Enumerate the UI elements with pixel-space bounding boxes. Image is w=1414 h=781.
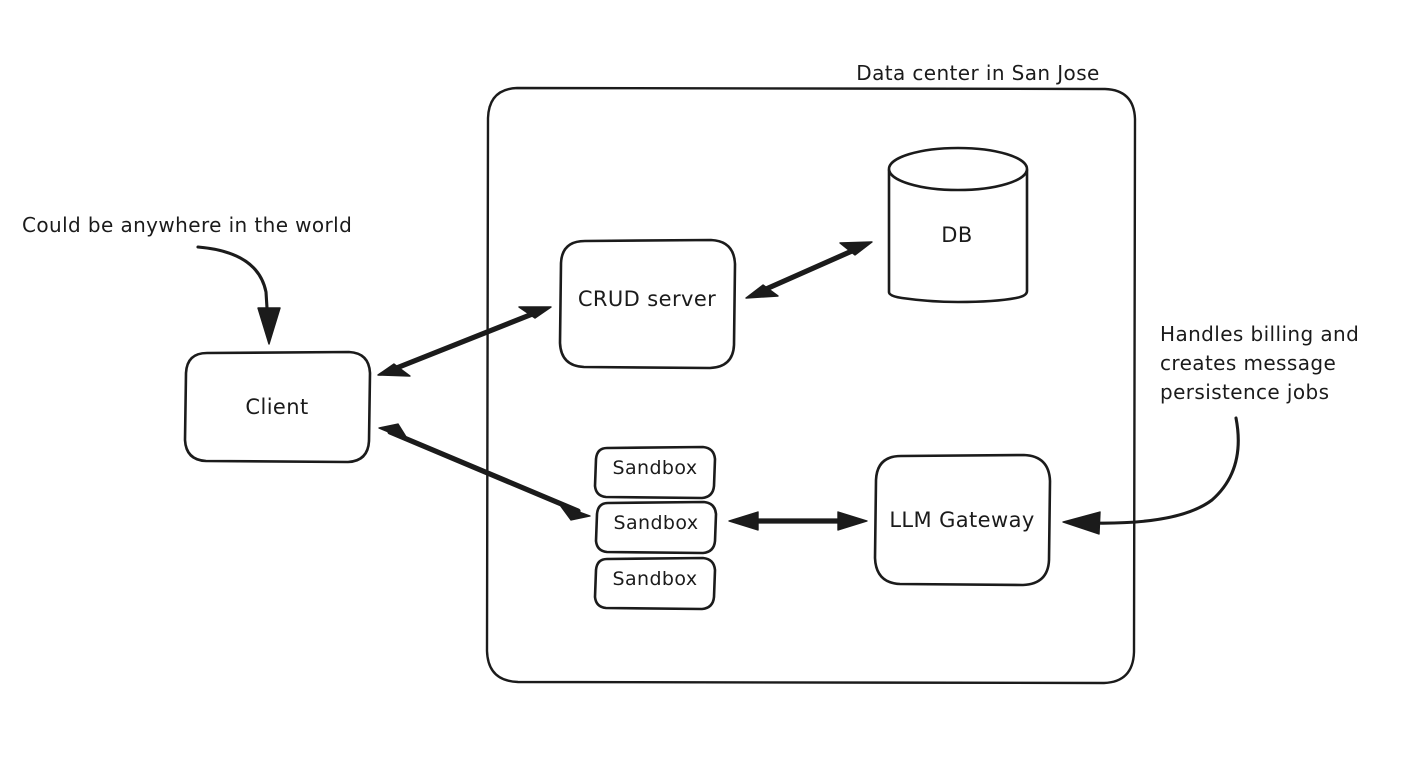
node-crud-server[interactable] bbox=[558, 238, 737, 370]
connector-sandbox-gateway bbox=[728, 511, 868, 531]
node-client[interactable] bbox=[183, 350, 372, 464]
sandbox-3-label: Sandbox bbox=[612, 568, 698, 590]
db-label: DB bbox=[941, 223, 973, 247]
container-title: Data center in San Jose bbox=[856, 61, 1100, 85]
client-label: Client bbox=[245, 395, 309, 419]
connector-note-client bbox=[196, 245, 281, 345]
node-sandbox-1[interactable] bbox=[593, 445, 717, 500]
connector-crud-db bbox=[745, 241, 873, 299]
connector-client-crud bbox=[377, 306, 552, 377]
data-center-container bbox=[485, 86, 1137, 685]
node-sandbox-2[interactable] bbox=[594, 500, 718, 555]
sandbox-1-label: Sandbox bbox=[612, 457, 698, 479]
node-db[interactable] bbox=[887, 146, 1029, 304]
client-annotation: Could be anywhere in the world bbox=[22, 213, 353, 237]
crud-server-label: CRUD server bbox=[577, 287, 717, 311]
gateway-annotation: Handles billing and creates message pers… bbox=[1160, 322, 1360, 404]
node-sandbox-3[interactable] bbox=[593, 556, 717, 611]
node-llm-gateway[interactable] bbox=[873, 453, 1052, 587]
sandbox-2-label: Sandbox bbox=[613, 512, 699, 534]
connector-note-gateway bbox=[1062, 416, 1240, 535]
llm-gateway-label: LLM Gateway bbox=[889, 508, 1035, 532]
connector-client-sandbox bbox=[378, 423, 591, 521]
